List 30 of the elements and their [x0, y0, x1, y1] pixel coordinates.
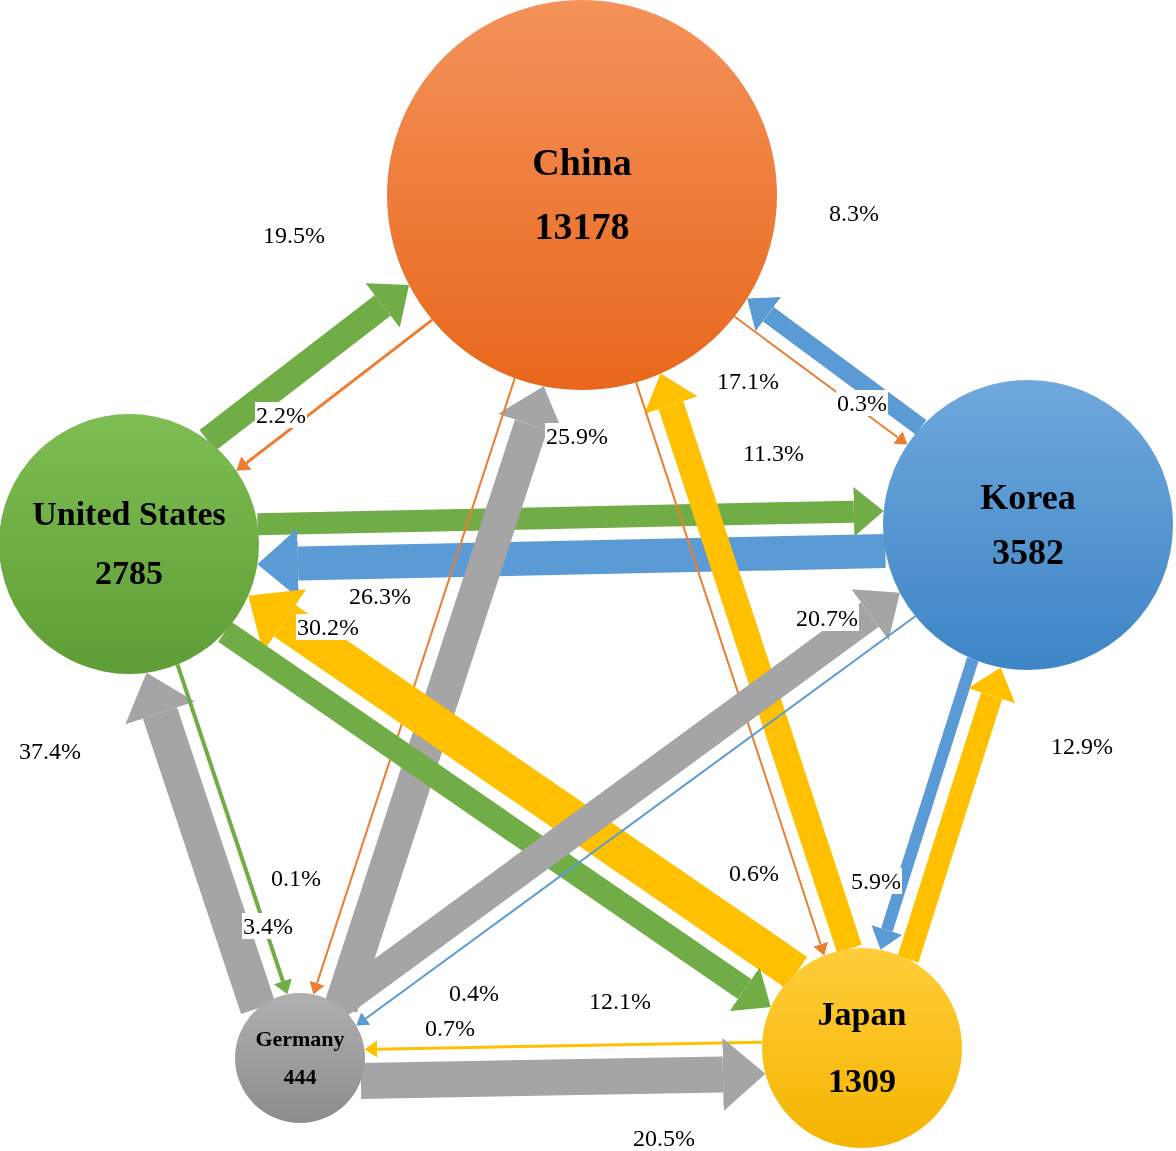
edge-label: 30.2%	[296, 614, 360, 641]
edge-label: 20.7%	[795, 605, 859, 632]
flow-arrow	[218, 621, 771, 1011]
flow-arrow	[199, 283, 410, 451]
edge-label: 5.9%	[850, 868, 902, 895]
flow-arrow	[635, 381, 828, 956]
flow-arrow	[364, 1040, 763, 1058]
flow-arrow	[125, 672, 276, 1014]
flow-arrow	[747, 297, 927, 435]
edge-label: 3.4%	[242, 913, 294, 940]
country-value: 2785	[95, 553, 163, 593]
flow-arrow	[175, 663, 292, 995]
country-value: 1309	[828, 1061, 896, 1101]
edge-label: 0.3%	[836, 390, 888, 417]
flow-arrow	[871, 657, 979, 950]
flow-arrow	[248, 589, 808, 989]
country-value: 444	[283, 1064, 317, 1091]
country-name: Germany	[255, 1025, 345, 1052]
flow-arrow	[309, 377, 516, 995]
flow-arrow	[236, 318, 434, 471]
country-name: Korea	[980, 475, 1076, 519]
country-name: United States	[32, 494, 226, 535]
country-name: Japan	[817, 994, 907, 1035]
edge-label: 2.2%	[255, 402, 307, 429]
flow-arrow	[257, 487, 884, 537]
country-value: 13178	[534, 204, 630, 249]
country-name: China	[532, 140, 632, 186]
flow-arrow	[360, 1037, 766, 1112]
country-value: 3582	[992, 531, 1064, 574]
flow-arrow	[897, 667, 1016, 963]
